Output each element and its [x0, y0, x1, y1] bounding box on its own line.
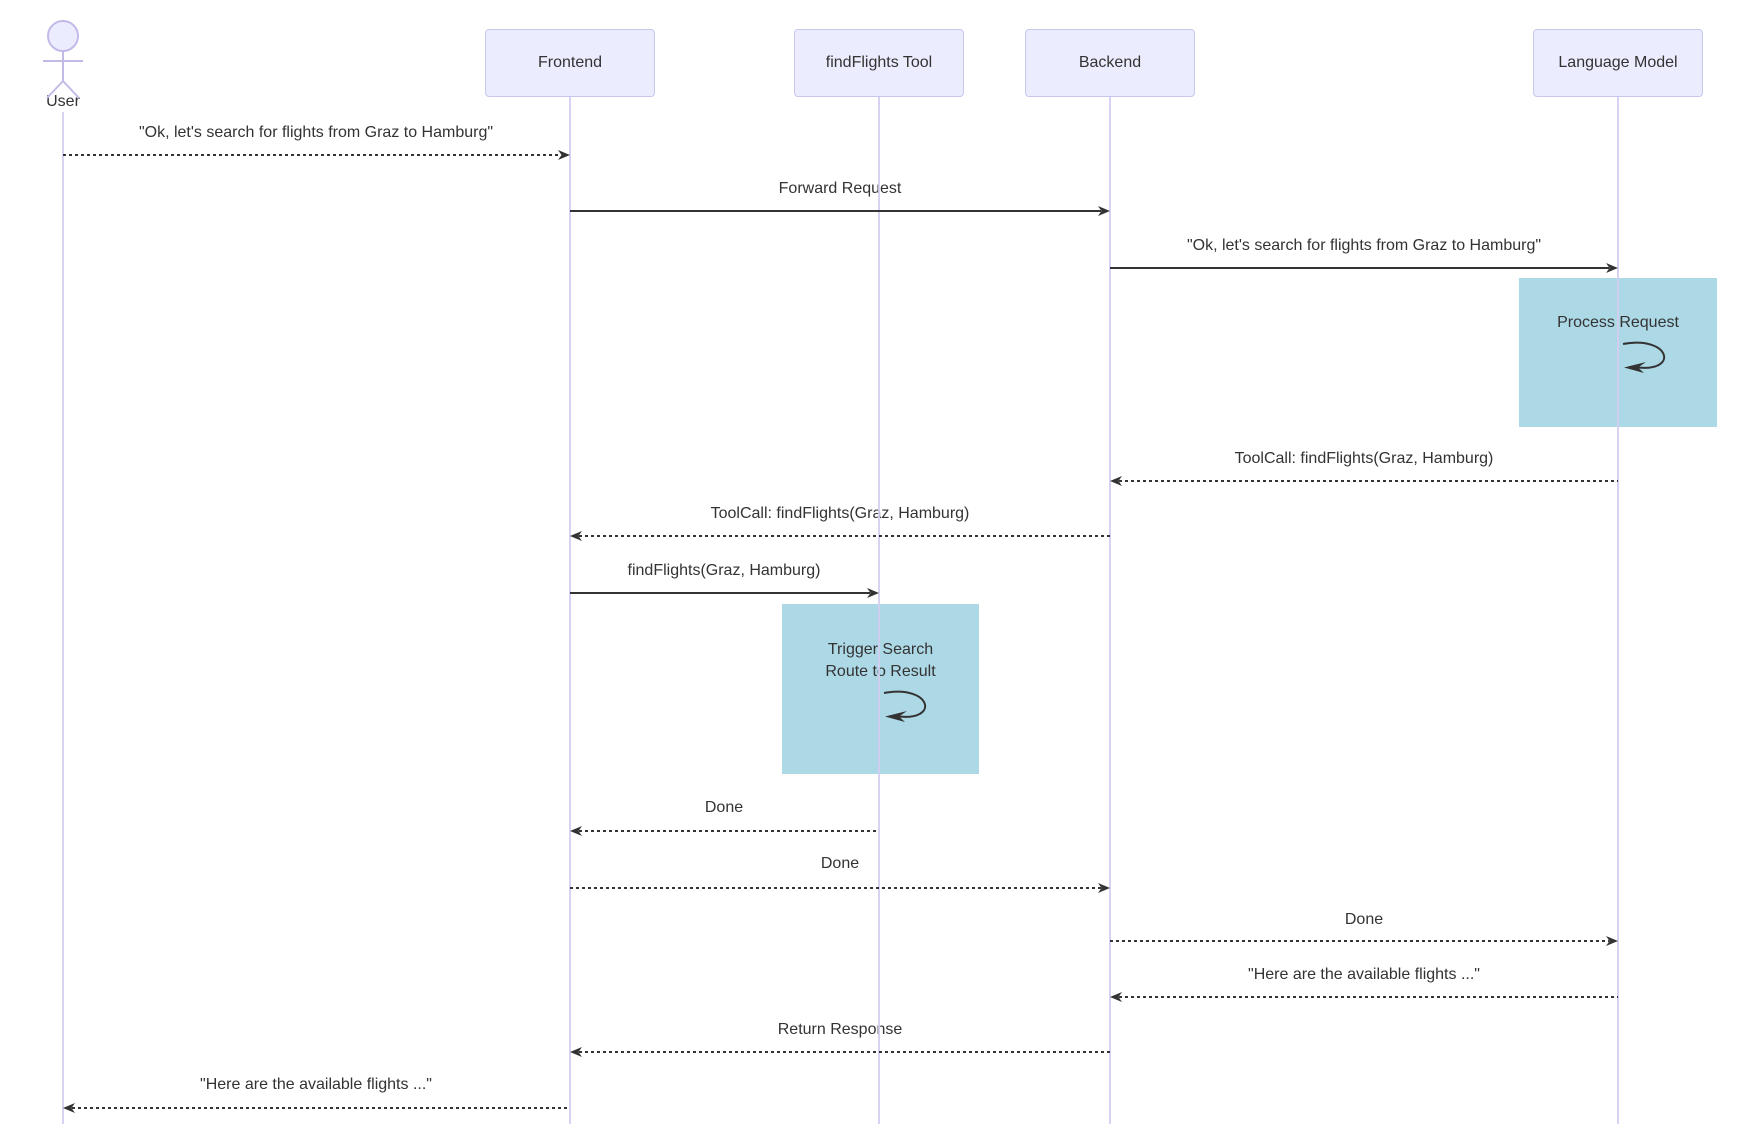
- self-action-label-trigger-search-line2: Route to Result: [825, 663, 936, 680]
- participant-label-language-model: Language Model: [1558, 54, 1678, 71]
- participant-box-frontend: Frontend: [485, 29, 655, 97]
- arrowhead-done-frontend-to-backend: [1098, 883, 1110, 893]
- highlight-process-request: Process Request: [1519, 278, 1717, 427]
- highlight-trigger-search: Trigger Search Route to Result: [782, 604, 979, 774]
- message-label-toolcall-backend-frontend: ToolCall: findFlights(Graz, Hamburg): [710, 505, 970, 522]
- message-label-user-request: "Ok, let's search for flights from Graz …: [138, 124, 494, 141]
- arrowhead-user-to-frontend: [558, 150, 570, 160]
- message-label-done-frontend-backend: Done: [820, 855, 860, 872]
- message-label-lm-response: "Here are the available flights ...": [1248, 966, 1480, 983]
- arrowhead-findflights-call: [867, 588, 879, 598]
- participant-label-frontend: Frontend: [537, 54, 603, 71]
- participant-label-backend: Backend: [1078, 54, 1142, 71]
- arrowhead-frontend-to-user-response: [63, 1103, 75, 1113]
- arrowhead-toolcall-lm-to-backend: [1110, 476, 1122, 486]
- message-label-return-response: Return Response: [777, 1021, 903, 1038]
- participant-box-findflights-tool: findFlights Tool: [794, 29, 964, 97]
- arrowhead-return-response: [570, 1047, 582, 1057]
- message-label-frontend-response: "Here are the available flights ...": [200, 1076, 432, 1093]
- arrowhead-done-backend-to-lm: [1606, 936, 1618, 946]
- arrowhead-lm-response: [1110, 992, 1122, 1002]
- message-label-findflights-call: findFlights(Graz, Hamburg): [627, 562, 821, 579]
- arrowhead-done-tool-to-frontend: [570, 826, 582, 836]
- participant-box-language-model: Language Model: [1533, 29, 1703, 97]
- message-label-forward-request: Forward Request: [778, 180, 902, 197]
- message-label-toolcall-lm-backend: ToolCall: findFlights(Graz, Hamburg): [1234, 450, 1494, 467]
- arrowhead-backend-to-lm: [1606, 263, 1618, 273]
- user-actor-icon: [43, 20, 83, 99]
- participant-label-findflights-tool: findFlights Tool: [825, 54, 933, 71]
- participant-box-backend: Backend: [1025, 29, 1195, 97]
- actor-label-user: User: [46, 93, 80, 110]
- message-label-done-backend-lm: Done: [1344, 911, 1384, 928]
- self-action-label-process-request: Process Request: [1557, 314, 1679, 331]
- self-action-label-trigger-search-line1: Trigger Search: [827, 641, 934, 658]
- message-label-done-tool-frontend: Done: [704, 799, 744, 816]
- arrowhead-forward-request: [1098, 206, 1110, 216]
- message-label-backend-to-lm: "Ok, let's search for flights from Graz …: [1186, 237, 1542, 254]
- arrowhead-toolcall-backend-to-frontend: [570, 531, 582, 541]
